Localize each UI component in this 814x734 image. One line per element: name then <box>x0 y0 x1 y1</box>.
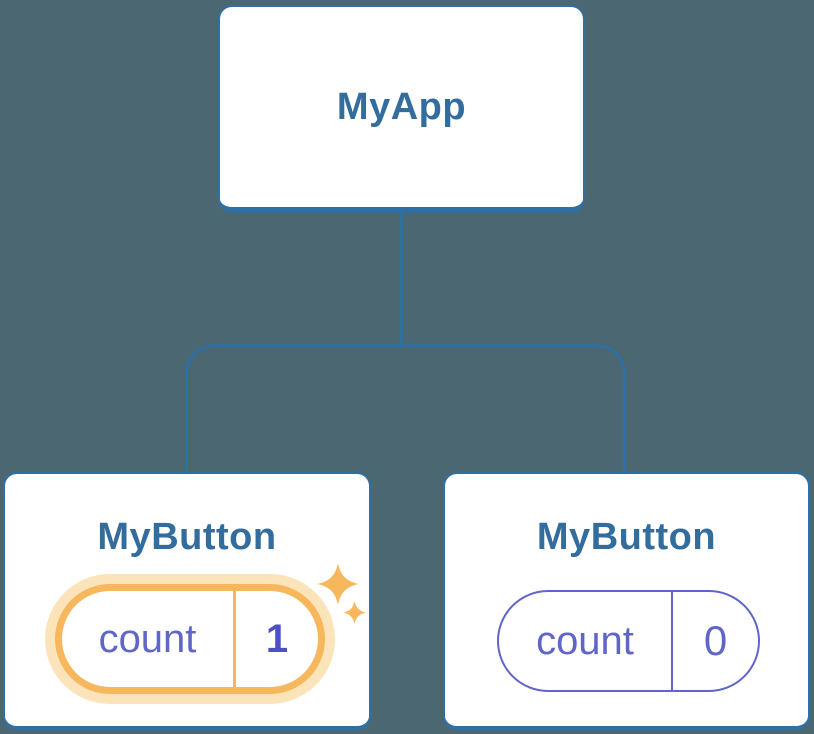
connector-branch-bracket <box>185 344 626 473</box>
node-mybutton-1: MyButton count 1 <box>3 472 371 730</box>
sparkles-icon <box>317 563 367 625</box>
node-mybutton-2-label: MyButton <box>536 516 717 558</box>
state-value-segment: 0 <box>673 592 758 690</box>
state-key-label: count <box>536 618 634 663</box>
state-key-segment: count <box>62 591 233 687</box>
node-mybutton-2: MyButton count 0 <box>443 472 810 730</box>
node-mybutton-1-label: MyButton <box>97 516 277 558</box>
node-myapp-label: MyApp <box>336 85 467 128</box>
state-pill-highlighted: count 1 <box>55 584 325 694</box>
state-key-label: count <box>98 616 197 661</box>
connector-root-line <box>400 212 403 345</box>
state-pill-plain: count 0 <box>497 590 760 692</box>
state-pill-divider <box>671 592 673 690</box>
state-value-label: 0 <box>703 617 728 664</box>
state-value-segment: 1 <box>236 591 318 687</box>
node-myapp: MyApp <box>218 5 585 213</box>
state-value-label: 1 <box>265 616 289 661</box>
state-pill-divider <box>233 591 236 687</box>
state-key-segment: count <box>499 592 671 690</box>
